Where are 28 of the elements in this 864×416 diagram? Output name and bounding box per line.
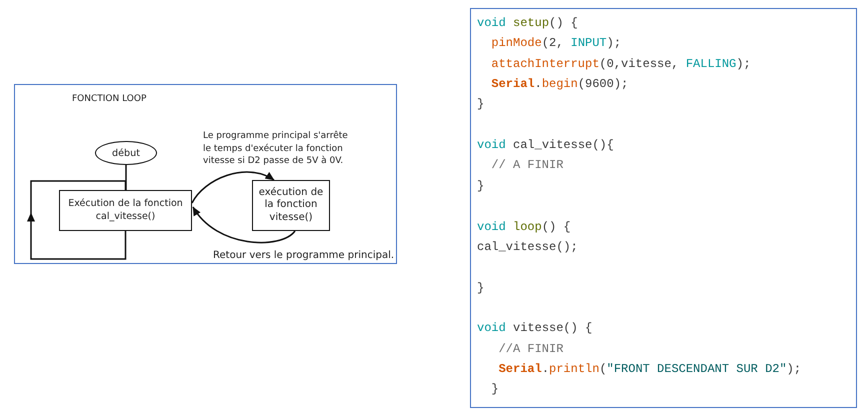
process-box: Exécution de la fonction cal_vitesse() <box>59 190 192 231</box>
loop-arrow <box>27 212 126 260</box>
connector-line <box>30 180 126 213</box>
arrow <box>191 171 274 204</box>
code-line: attachInterrupt(0,vitesse, FALLING); <box>491 56 751 72</box>
code-line: void loop() { <box>477 218 571 234</box>
code-line: //A FINIR <box>498 340 564 357</box>
panel-title: FONCTION LOOP <box>72 94 146 104</box>
code-line: Serial.println("FRONT DESCENDANT SUR D2"); <box>498 360 802 377</box>
process-box: exécution de la fonction vitesse() <box>252 180 330 231</box>
code-panel <box>470 8 857 408</box>
code-line: cal_vitesse(); <box>477 238 578 255</box>
code-line: } <box>477 280 484 296</box>
code-line: void setup() { <box>477 15 578 31</box>
code-line: void vitesse() { <box>477 320 592 336</box>
start-oval: début <box>95 141 157 165</box>
code-line: } <box>477 178 484 194</box>
edge-label: Le programme principal s'arrête le temps d'exécuter la fonction vitesse si D2 passe de 5V à 0V. <box>203 130 349 168</box>
code-line: Serial.begin(9600); <box>491 76 628 92</box>
code-line: pinMode(2, INPUT); <box>491 35 622 52</box>
arrow <box>192 206 296 244</box>
edge-label: Retour vers le programme principal. <box>213 250 394 262</box>
code-line: // A FINIR <box>491 157 564 174</box>
code-line: } <box>477 96 484 112</box>
connector-line <box>125 165 127 190</box>
diagram-panel <box>14 84 397 264</box>
code-line: } <box>491 381 499 398</box>
code-line: void cal_vitesse(){ <box>477 137 614 154</box>
